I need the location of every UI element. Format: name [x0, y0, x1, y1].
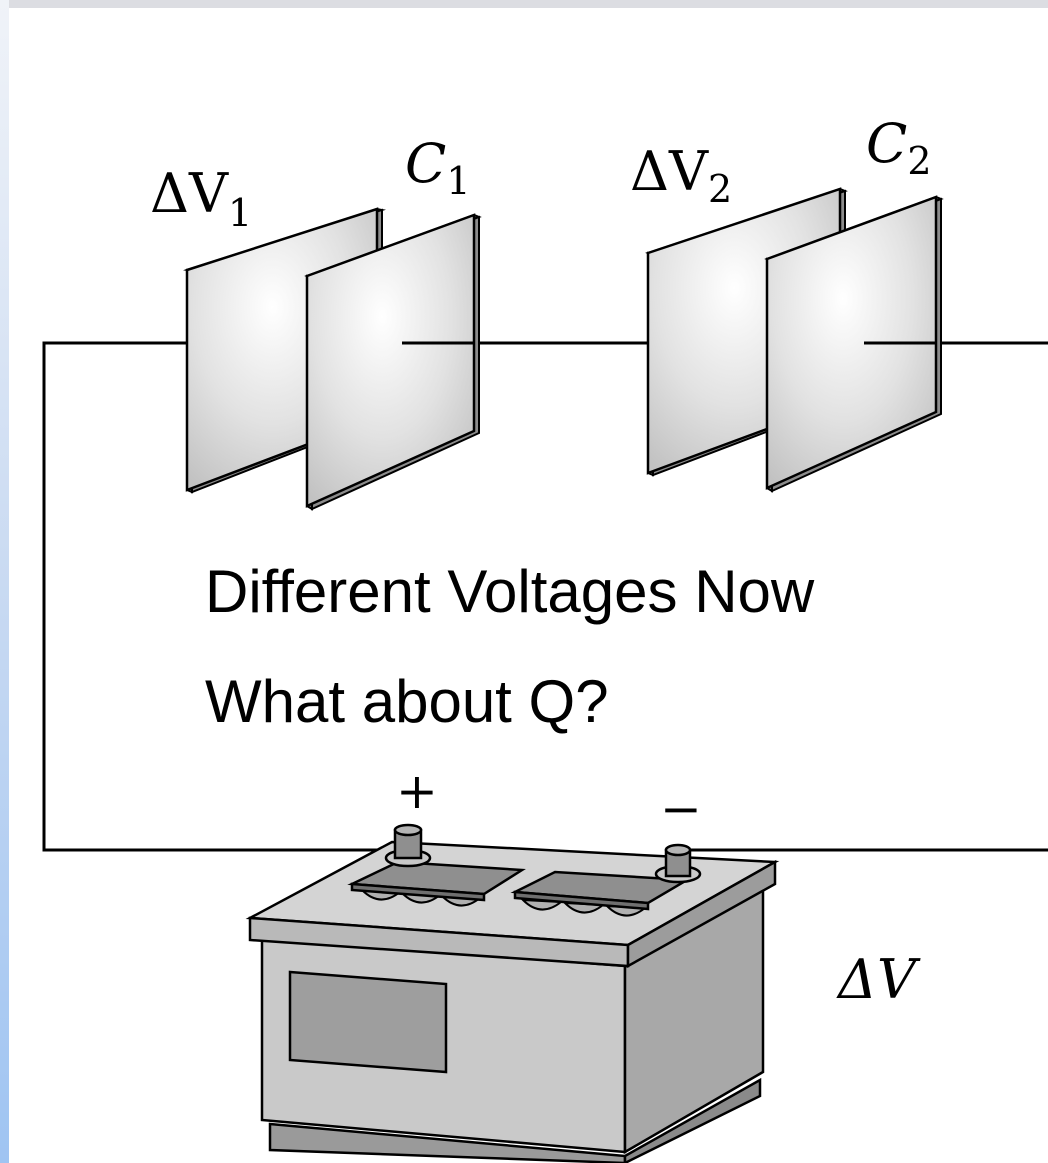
plus-sign: +	[396, 762, 438, 820]
caption-line-1: Different Voltages Now	[205, 558, 815, 625]
negative-terminal	[654, 843, 702, 884]
battery-voltage-label: ΔV	[836, 948, 921, 1011]
top-band	[0, 0, 1048, 8]
battery	[245, 823, 780, 1163]
positive-terminal	[384, 823, 432, 868]
capacitor-1	[183, 207, 482, 511]
minus-sign: −	[660, 780, 702, 838]
capacitor-1-voltage-label: ΔV1	[150, 162, 252, 235]
capacitor-2-voltage-label: ΔV2	[630, 140, 732, 211]
capacitor-2	[645, 187, 944, 493]
capacitor-1-label: C1	[405, 132, 471, 203]
left-edge-band	[0, 0, 9, 1163]
caption-line-2: What about Q?	[205, 668, 609, 735]
capacitor-2-label: C2	[866, 112, 932, 183]
battery-label-panel	[288, 970, 448, 1074]
